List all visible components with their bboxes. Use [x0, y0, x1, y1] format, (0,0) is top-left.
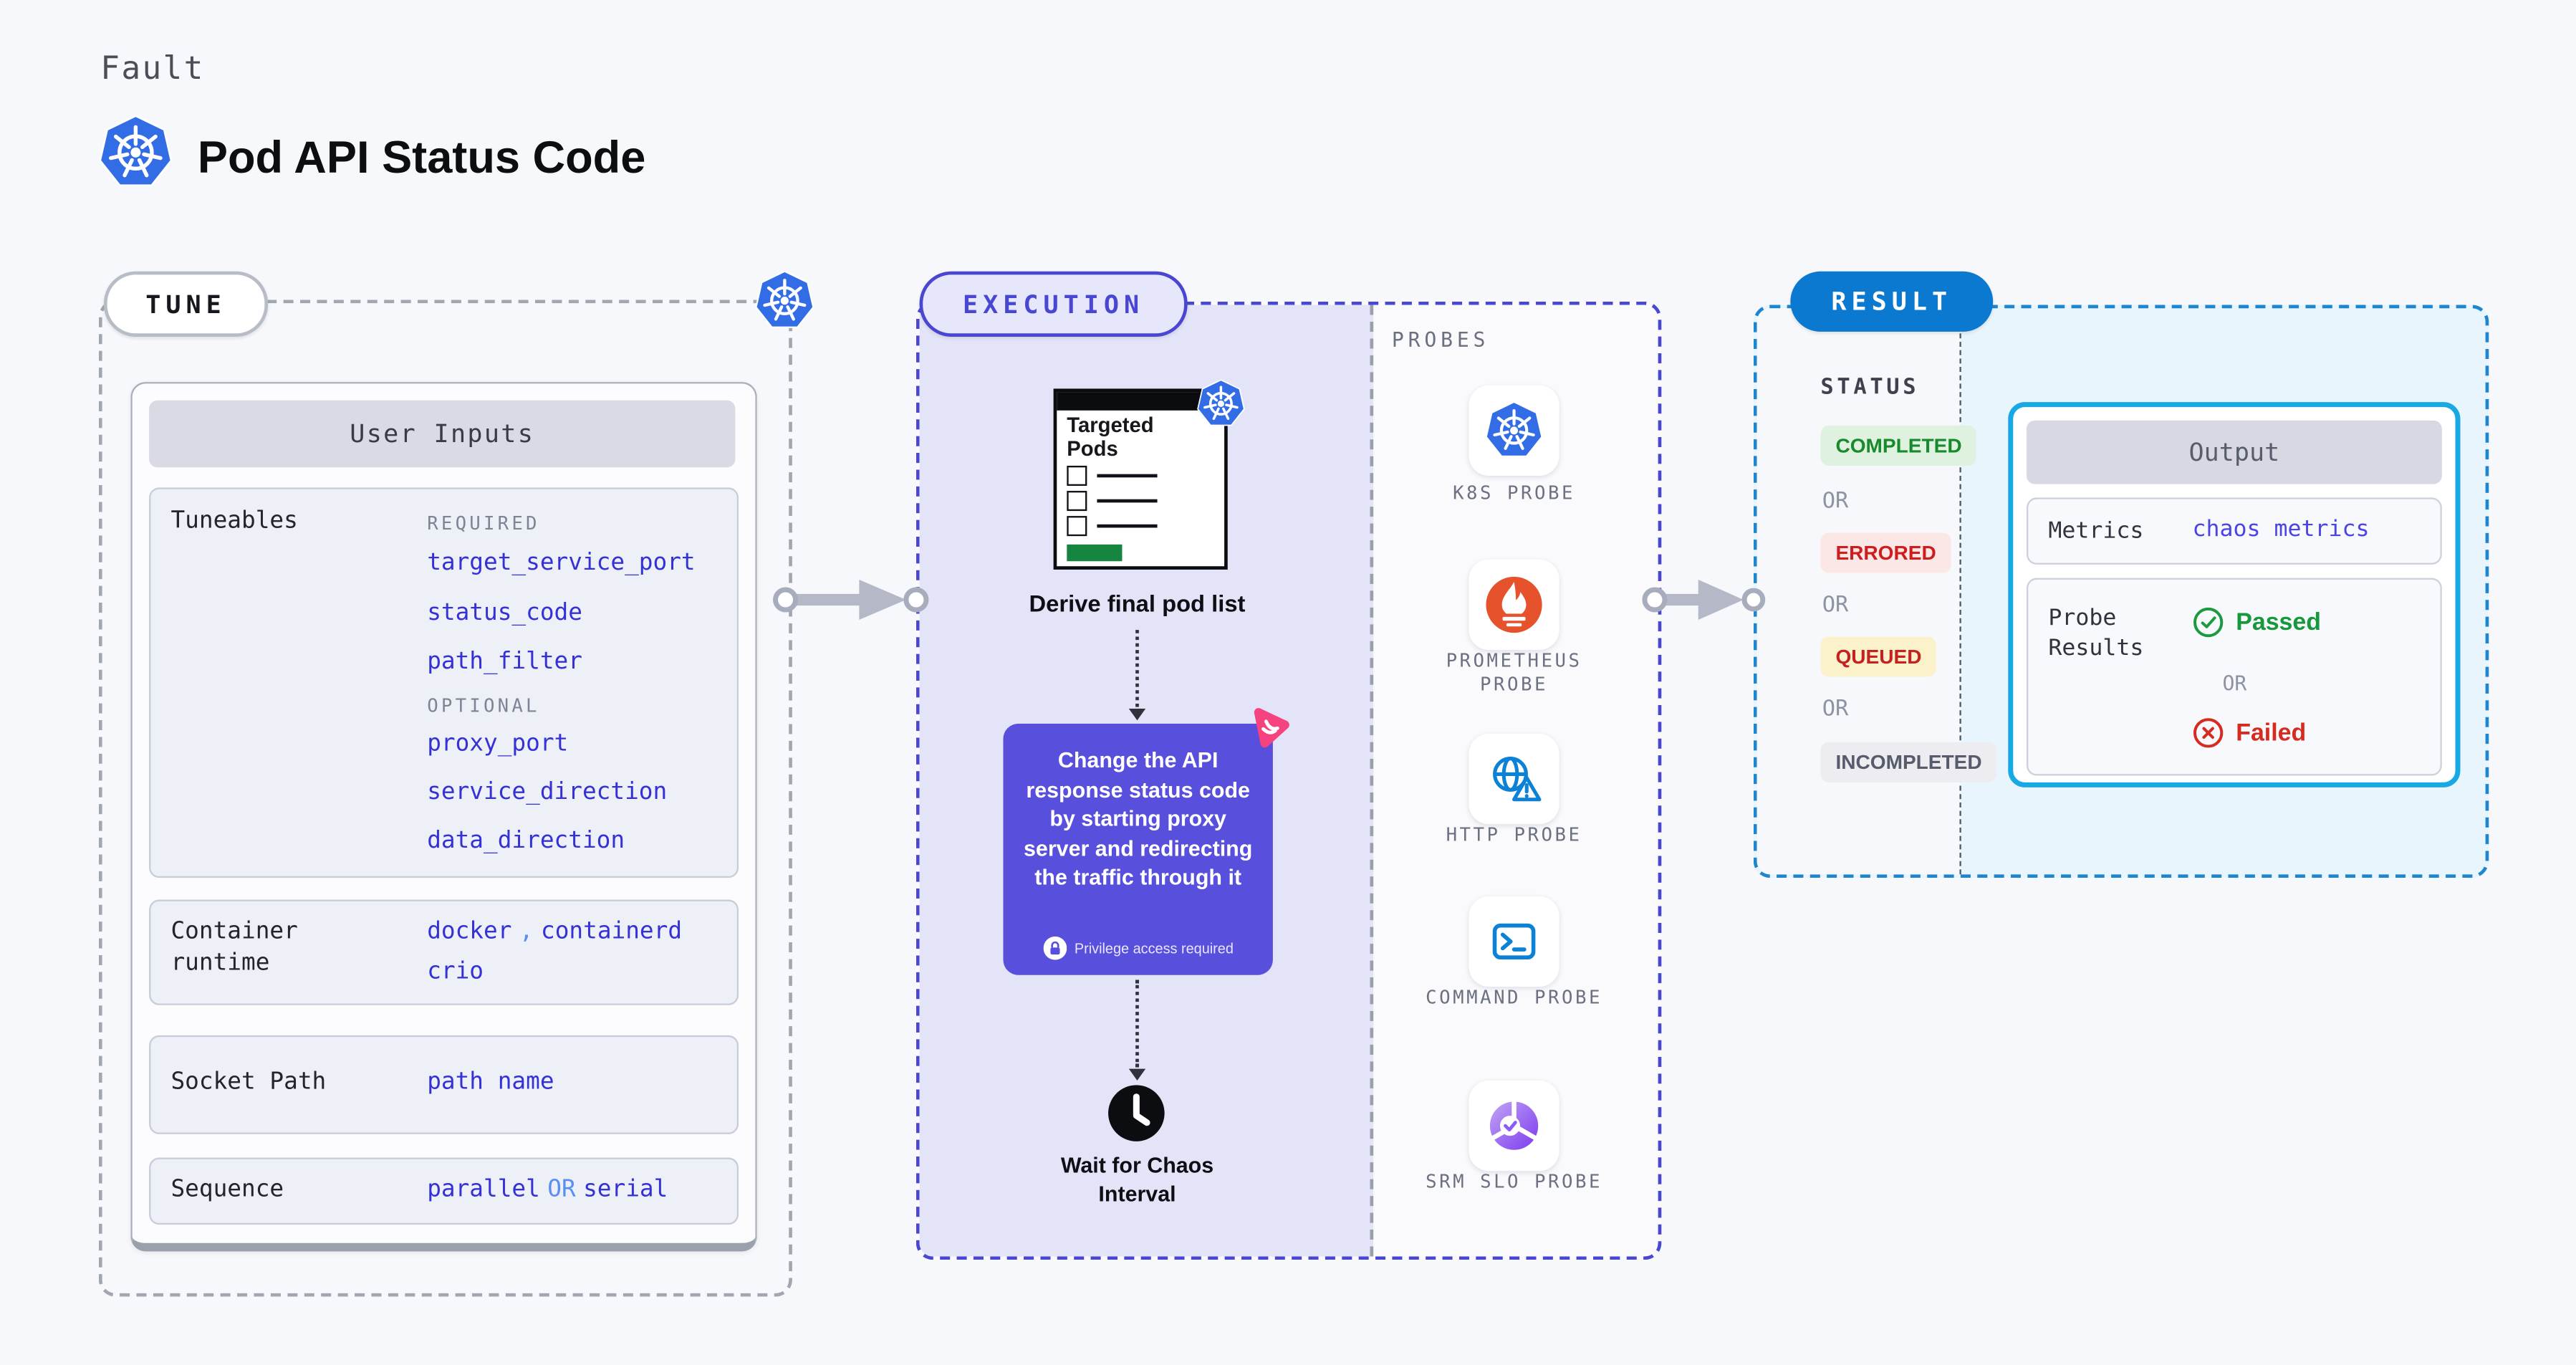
probe-label: HTTP PROBE — [1446, 824, 1582, 846]
probes-label: PROBES — [1391, 328, 1490, 352]
checkbox-icon — [1067, 516, 1087, 537]
or-separator: OR — [1822, 696, 1849, 722]
clock-icon — [1108, 1085, 1165, 1141]
passed-result: Passed — [2192, 606, 2321, 638]
arrow-down-icon — [1128, 1068, 1146, 1081]
probe-label: K8S PROBE — [1453, 482, 1575, 504]
tuneable-optional-field: proxy_port — [427, 730, 569, 757]
tune-section-pill: TUNE — [103, 271, 269, 337]
flow-connector — [1135, 630, 1139, 707]
fault-action-card: Change the API response status code by s… — [1003, 724, 1273, 975]
probe-label: SRM SLO PROBE — [1426, 1171, 1602, 1193]
probe-card — [1469, 734, 1559, 825]
prometheus-icon — [1482, 573, 1546, 637]
list-line — [1097, 474, 1158, 478]
execution-to-result-arrow — [1642, 579, 1766, 621]
output-card: Output Metrics chaos metrics Probe Resul… — [2008, 402, 2461, 787]
http-globe-icon — [1484, 749, 1544, 809]
status-label: STATUS — [1820, 375, 1920, 401]
tune-section — [98, 300, 792, 1297]
execution-section-pill: EXECUTION — [919, 271, 1188, 337]
page-title: Pod API Status Code — [197, 132, 646, 183]
privilege-note: Privilege access required — [1003, 937, 1272, 960]
chaos-pink-icon — [1254, 708, 1289, 748]
probe-card — [1469, 385, 1559, 476]
container-runtime-row: Container runtime docker , containerd cr… — [149, 899, 739, 1005]
green-button-shape — [1067, 544, 1123, 562]
flow-connector — [1135, 980, 1139, 1068]
tuneable-required-field: status_code — [427, 600, 582, 627]
window-titlebar — [1057, 392, 1225, 411]
metrics-label: Metrics — [2048, 517, 2144, 545]
user-inputs-header: User Inputs — [149, 400, 736, 468]
checkbox-icon — [1067, 465, 1087, 487]
sequence-row: Sequence parallel OR serial — [149, 1157, 739, 1225]
status-badge: INCOMPLETED — [1820, 742, 1997, 782]
sequence-values: parallel OR serial — [427, 1176, 668, 1203]
probe-results-label: Probe Results — [2048, 605, 2144, 662]
tuneable-optional-field: service_direction — [427, 779, 668, 806]
metrics-row: Metrics chaos metrics — [2026, 497, 2442, 565]
lock-icon — [1042, 937, 1066, 960]
probe-card — [1469, 559, 1559, 651]
tuneable-required-field: path_filter — [427, 648, 582, 676]
checkbox-icon — [1067, 491, 1087, 512]
output-header: Output — [2026, 420, 2442, 484]
socket-path-label: Socket Path — [170, 1068, 327, 1096]
optional-label: OPTIONAL — [427, 695, 540, 717]
result-section: STATUS COMPLETED OR ERRORED OR QUEUED OR… — [1753, 305, 2489, 878]
x-circle-icon — [2193, 718, 2224, 748]
probe-label: COMMAND PROBE — [1426, 987, 1602, 1009]
status-badge: ERRORED — [1820, 532, 1951, 573]
or-separator: OR — [1822, 593, 1849, 618]
tuneables-label: Tuneables — [170, 507, 298, 535]
required-label: REQUIRED — [427, 512, 540, 535]
slo-donut-icon — [1481, 1092, 1548, 1159]
tune-to-execution-arrow — [772, 579, 929, 621]
pod-list-item — [1067, 491, 1214, 512]
or-separator: OR — [2222, 671, 2247, 696]
arrow-down-icon — [1128, 708, 1146, 721]
list-line — [1097, 524, 1158, 528]
execution-section: Targeted Pods Derive final pod list Chan… — [915, 301, 1662, 1260]
container-runtime-values: docker , containerd — [427, 918, 683, 945]
failed-result: Failed — [2192, 717, 2306, 749]
kubernetes-icon — [754, 269, 816, 332]
probe-card — [1469, 896, 1559, 987]
tuneable-required-field: target_service_port — [427, 549, 696, 577]
sequence-label: Sequence — [170, 1176, 284, 1203]
check-circle-icon — [2193, 607, 2224, 638]
wait-chaos-interval-label: Wait for Chaos Interval — [1060, 1152, 1214, 1207]
probe-results-row: Probe Results Passed OR Failed — [2026, 578, 2442, 776]
socket-path-value: path name — [427, 1068, 554, 1096]
probe-card — [1469, 1081, 1559, 1172]
kubernetes-icon — [1196, 378, 1246, 428]
status-badge: QUEUED — [1820, 636, 1937, 677]
pod-list-item — [1067, 516, 1214, 537]
user-inputs-card: User Inputs Tuneables REQUIRED target_se… — [130, 382, 757, 1252]
pod-list-item — [1067, 465, 1214, 487]
list-line — [1097, 499, 1158, 503]
fault-action-text: Change the API response status code by s… — [1024, 747, 1253, 890]
targeted-pods-title: Targeted Pods — [1067, 413, 1154, 460]
status-badge: COMPLETED — [1820, 425, 1977, 466]
result-section-pill: RESULT — [1790, 271, 1994, 332]
probe-label: PROMETHEUS PROBE — [1446, 650, 1582, 696]
derive-pod-list-label: Derive final pod list — [1029, 589, 1246, 617]
metrics-value: chaos metrics — [2192, 516, 2370, 543]
targeted-pods-illustration: Targeted Pods — [1053, 388, 1228, 570]
kubernetes-icon — [97, 114, 175, 191]
or-separator: OR — [1822, 489, 1849, 514]
socket-path-row: Socket Path path name — [149, 1035, 739, 1134]
container-runtime-value: crio — [427, 958, 484, 985]
container-runtime-label: Container runtime — [170, 918, 298, 977]
tuneables-row: Tuneables REQUIRED target_service_port s… — [149, 487, 739, 878]
kubernetes-icon — [1484, 401, 1544, 461]
terminal-icon — [1486, 913, 1542, 969]
tuneable-optional-field: data_direction — [427, 827, 625, 855]
fault-kicker: Fault — [100, 50, 205, 87]
